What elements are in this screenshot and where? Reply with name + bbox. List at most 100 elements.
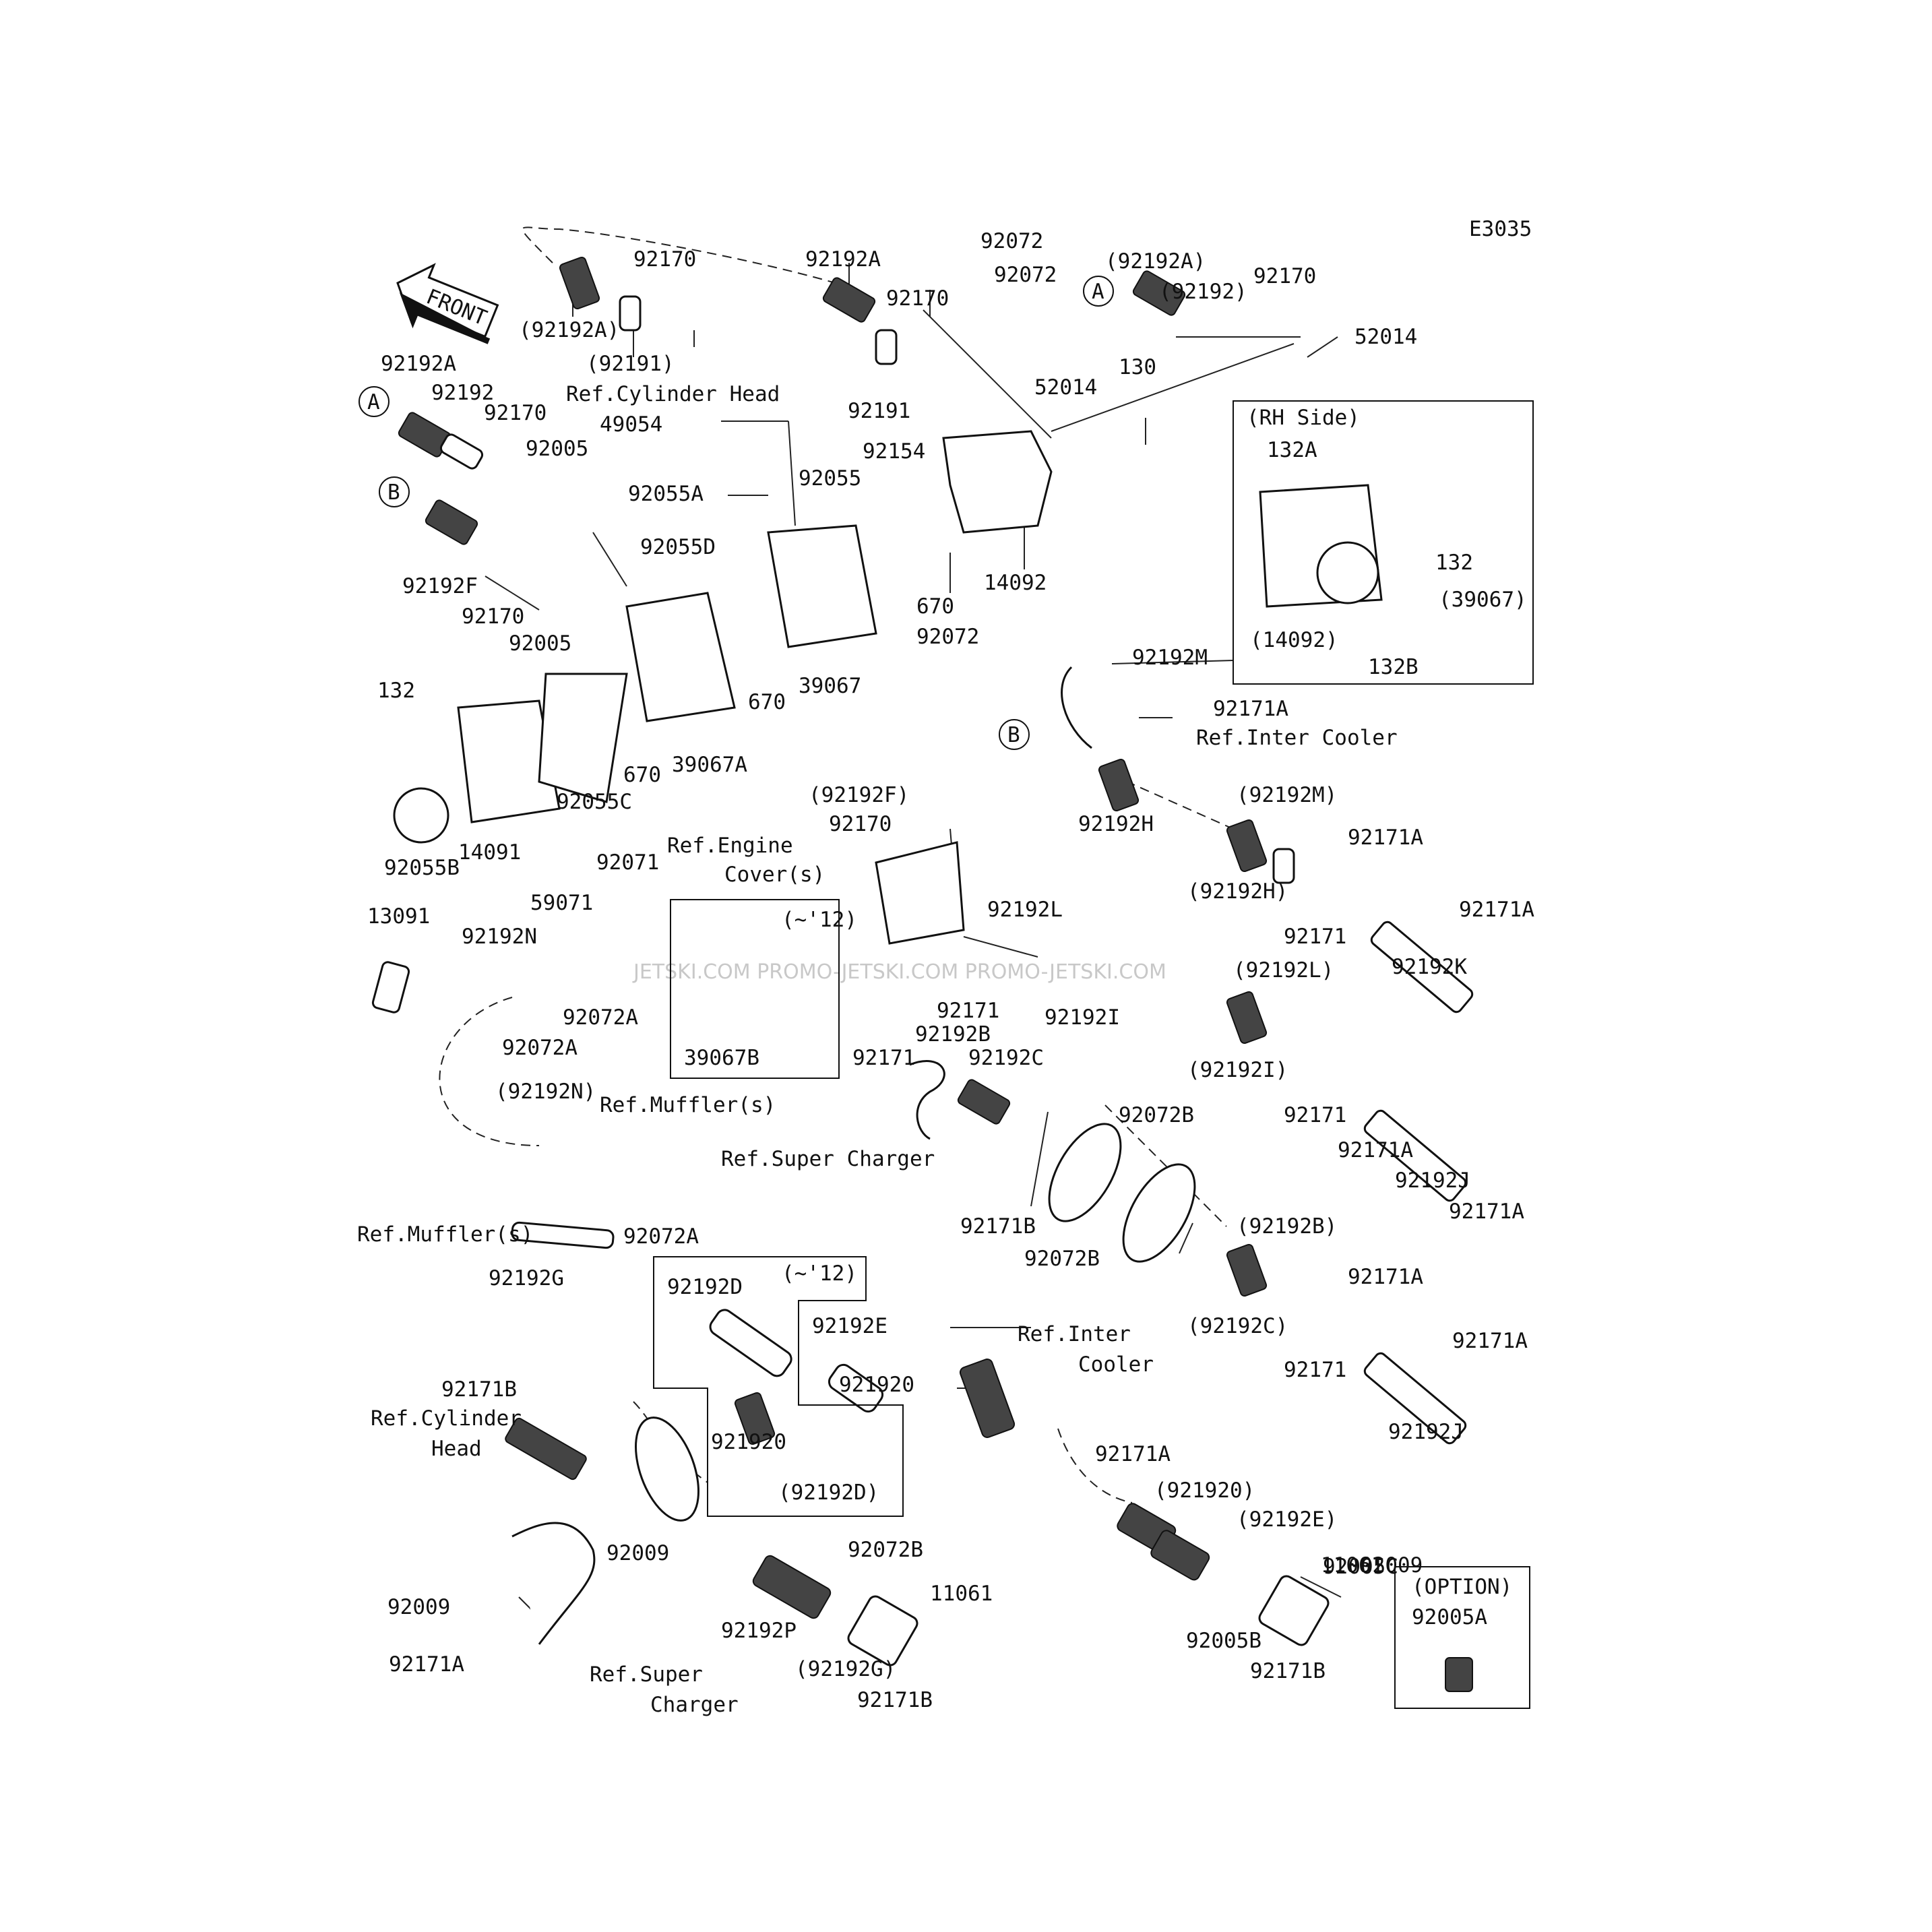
rh-side-title: (RH Side): [1247, 406, 1360, 430]
ref-super-charger-bot-1: Ref.Super: [590, 1662, 703, 1687]
part-label: 92055A: [628, 482, 704, 506]
part-label: 92171: [852, 1046, 915, 1070]
part-label: 92072B: [1024, 1247, 1100, 1271]
part-label: 132: [377, 679, 415, 703]
part-label: 92192: [431, 381, 494, 405]
part-label: 92171: [937, 999, 999, 1023]
part-label: (92192F): [809, 783, 909, 807]
part-label: 92154: [863, 439, 925, 464]
year-inset-2-title: (~'12): [782, 1261, 857, 1286]
part-label: 92005: [526, 437, 588, 461]
part-label: 92192C: [968, 1046, 1044, 1070]
part-label: 92005C: [1323, 1555, 1398, 1579]
part-label: (92192A): [1105, 249, 1206, 274]
marker-a-left: A: [367, 390, 380, 414]
watermark: JETSKI.COM PROMO-JETSKI.COM PROMO-JETSKI…: [632, 960, 1166, 984]
part-label: 670: [748, 690, 786, 714]
part-label: 92171A: [1449, 1199, 1524, 1224]
part-label: 92005B: [1186, 1629, 1261, 1653]
part-label: 39067: [799, 674, 861, 698]
part-label: 130: [1119, 355, 1156, 379]
part-label: (92192N): [495, 1080, 596, 1104]
rh-side-inset: (RH Side) 132A 132 (39067) (14092) 132B: [1233, 400, 1534, 685]
rh-side-132b: 132B: [1368, 655, 1419, 679]
dashed-routes: [439, 226, 1234, 1503]
part-label: (92192): [1159, 280, 1247, 304]
option-title: (OPTION): [1412, 1575, 1512, 1599]
part-label: 92009: [606, 1541, 669, 1565]
marker-a-top: A: [1092, 280, 1104, 304]
part-label: 39067A: [672, 753, 747, 777]
part-label: (92192M): [1237, 783, 1337, 807]
part-label: 92072A: [502, 1036, 578, 1060]
part-label: 92055: [799, 466, 861, 491]
part-label: 670: [623, 763, 661, 787]
part-label: 92171A: [1348, 1265, 1423, 1289]
part-label: (92192E): [1237, 1507, 1337, 1532]
year-inset-1-part: 39067B: [684, 1046, 759, 1070]
part-label: 92192I: [1045, 1005, 1120, 1030]
part-label: 92170: [886, 286, 949, 311]
part-label: 92171A: [389, 1652, 464, 1677]
part-label: 59071: [530, 891, 593, 915]
part-label: (92192C): [1187, 1314, 1288, 1338]
year-inset-1-title: (~'12): [782, 908, 857, 932]
option-part: 92005A: [1412, 1605, 1487, 1629]
part-label: (92192H): [1187, 879, 1288, 904]
part-label: 92170: [1253, 264, 1316, 288]
year-inset-2: (~'12) 92192D 921920 (92192D): [653, 1256, 904, 1517]
year-inset-1: (~'12) 39067B: [670, 899, 857, 1079]
part-label: 14092: [984, 571, 1047, 595]
part-label: 11061: [930, 1582, 993, 1606]
part-label: 49054: [600, 412, 662, 437]
ref-super-charger-bot-2: Charger: [650, 1693, 739, 1717]
part-label: 92170: [462, 604, 524, 629]
ref-engine-cover-1: Ref.Engine: [667, 834, 793, 858]
part-label: 92171A: [1348, 825, 1423, 850]
part-label: 52014: [1354, 325, 1417, 349]
part-label: 92192H: [1078, 812, 1154, 836]
part-label: 92192K: [1392, 955, 1467, 979]
ref-muffler-mid: Ref.Muffler(s): [600, 1093, 776, 1117]
part-label: 92171B: [1250, 1659, 1326, 1683]
part-label: 92192L: [987, 898, 1063, 922]
part-label: 92192J: [1395, 1168, 1470, 1193]
part-label: 92192B: [915, 1022, 991, 1047]
ref-inter-cooler-mid-2: Cooler: [1078, 1352, 1154, 1377]
part-label: (92192L): [1233, 958, 1334, 983]
part-label: 670: [916, 594, 954, 619]
front-arrow-icon: FRONT: [396, 263, 499, 344]
part-label: 92192P: [721, 1619, 797, 1643]
part-label: 92171A: [1213, 697, 1288, 721]
part-label: 92192G: [489, 1266, 564, 1290]
part-label: 92009: [387, 1595, 450, 1619]
callout-markers: A A B B: [359, 276, 1114, 750]
part-label: 92072: [916, 625, 979, 649]
part-label: 92072A: [563, 1005, 638, 1030]
part-label: 92170: [484, 401, 547, 425]
part-label: 92171A: [1338, 1138, 1413, 1162]
part-label: 11061: [1321, 1553, 1383, 1578]
part-label: 52014: [1034, 375, 1097, 400]
part-label: 92191: [848, 399, 910, 423]
part-label: 92192J: [1388, 1420, 1464, 1444]
year-inset-2-921920: 921920: [711, 1430, 786, 1454]
part-label: 92072B: [848, 1538, 923, 1562]
part-label: 92192M: [1132, 646, 1208, 670]
part-label: 92055D: [640, 535, 716, 559]
rh-side-132a: 132A: [1267, 438, 1317, 462]
ref-inter-cooler-mid-1: Ref.Inter: [1018, 1322, 1131, 1346]
part-label: 92171: [1284, 925, 1346, 949]
part-label: 92009: [1360, 1553, 1423, 1578]
year-inset-2-92192d-paren: (92192D): [778, 1481, 879, 1505]
part-label: 14091: [458, 840, 521, 865]
ref-cylinder-head-left-2: Head: [431, 1437, 482, 1461]
part-label: 92171B: [441, 1377, 517, 1402]
parts: [371, 256, 1474, 1666]
part-label: 92170: [829, 812, 892, 836]
diagram-code: E3035: [1469, 217, 1532, 241]
part-label: 92192N: [462, 925, 537, 949]
ref-muffler-left: Ref.Muffler(s): [357, 1222, 533, 1247]
leader-lines: [485, 263, 1342, 1618]
part-label: 92171: [1284, 1103, 1346, 1127]
